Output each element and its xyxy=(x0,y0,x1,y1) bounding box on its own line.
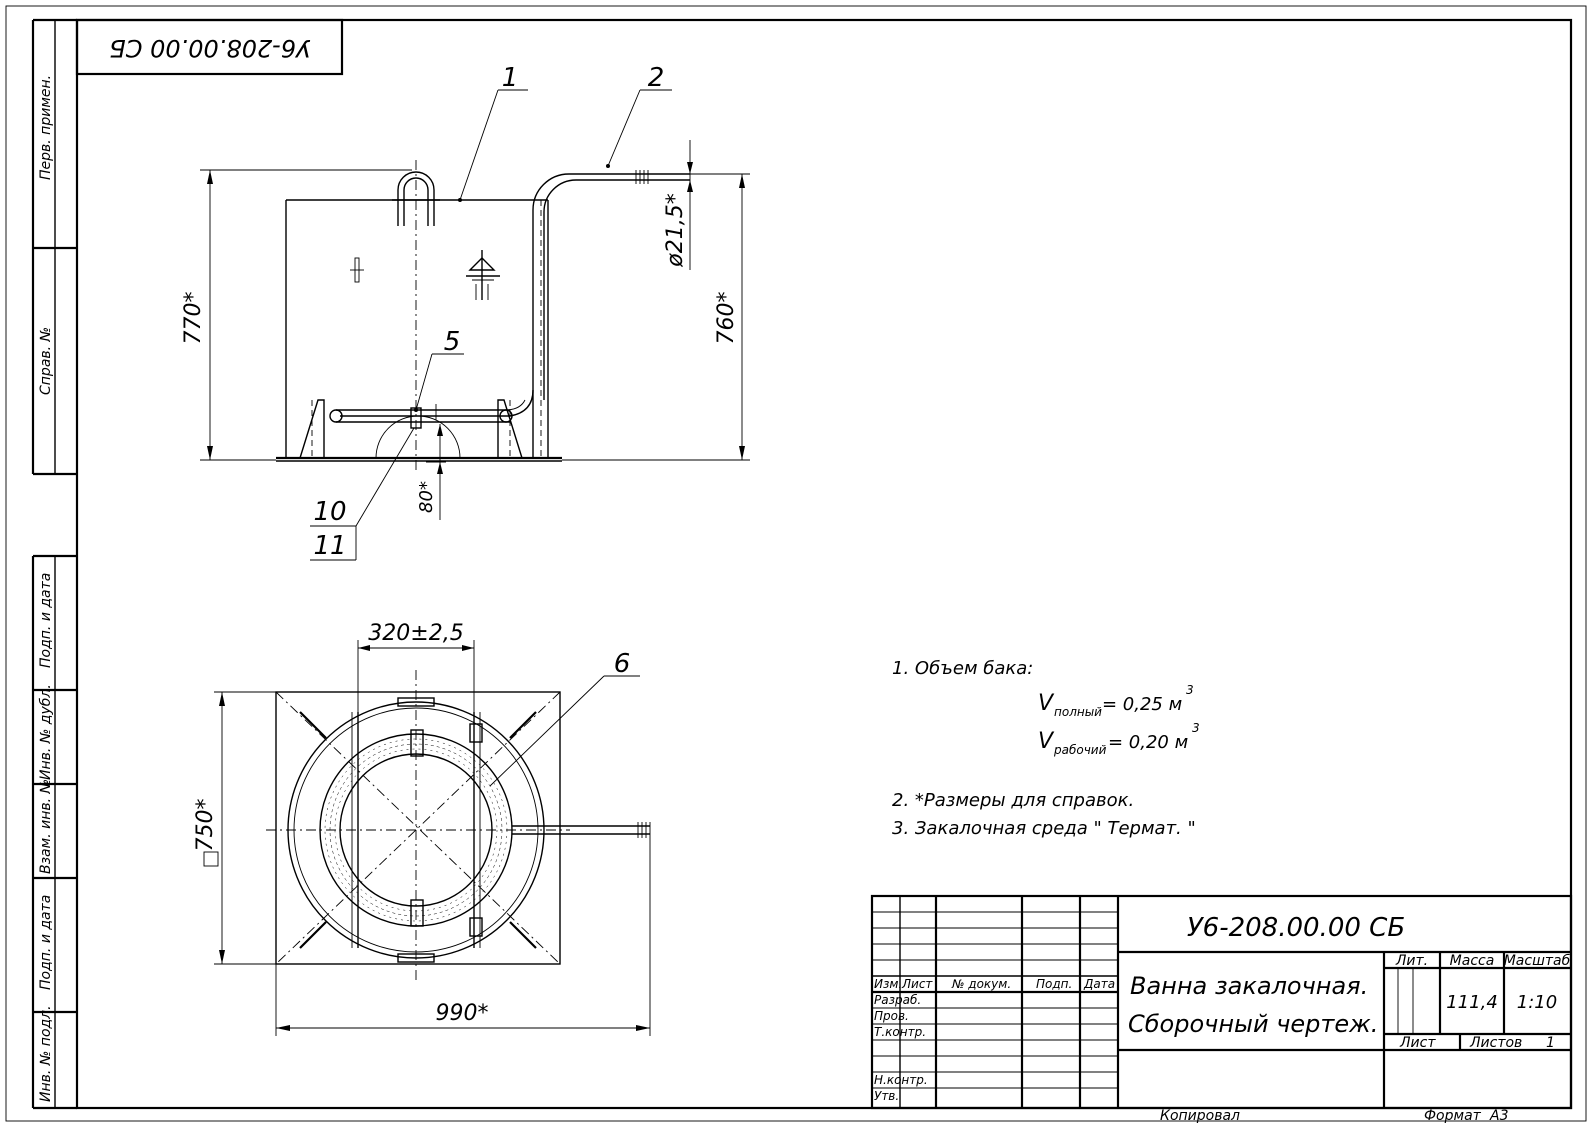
sheet-edge xyxy=(5,5,1587,1122)
title-designation: У6-208.00.00 СБ xyxy=(1187,913,1405,943)
note-3: 3. Закалочная среда " Термат. " xyxy=(892,818,1196,839)
plan-dimensions xyxy=(203,640,651,1036)
callout-1: 1 xyxy=(502,63,519,93)
v-work-symbol: V xyxy=(1038,729,1055,754)
col-dokum: № докум. xyxy=(951,977,1011,991)
footer-kopiroval: Копировал xyxy=(1160,1108,1240,1124)
side-label-podp1: Подп. и дата xyxy=(38,573,54,668)
side-label-sprav: Справ. № xyxy=(38,327,54,395)
note-2: 2. *Размеры для справок. xyxy=(892,790,1134,811)
label-massa: Масса xyxy=(1450,953,1495,969)
v-work-value: = 0,20 м xyxy=(1108,732,1188,753)
title-name-2: Сборочный чертеж. xyxy=(1128,1010,1378,1038)
v-full-value: = 0,25 м xyxy=(1102,694,1182,715)
callout-6: 6 xyxy=(614,649,631,679)
dim-990: 990* xyxy=(436,1001,489,1026)
front-dimensions xyxy=(200,140,750,520)
title-block xyxy=(870,894,1573,1110)
v-work-sub: рабочий xyxy=(1053,743,1107,757)
row-prov: Пров. xyxy=(874,1009,909,1023)
side-column-top xyxy=(31,18,77,476)
side-label-dubl: Инв. № дубл. xyxy=(38,684,54,780)
col-list: Лист xyxy=(901,977,933,991)
dim-80: 80* xyxy=(416,481,437,513)
value-massa: 111,4 xyxy=(1446,992,1498,1013)
label-list: Лист xyxy=(1399,1035,1436,1051)
row-utv: Утв. xyxy=(874,1089,899,1103)
side-label-podp2: Подп. и дата xyxy=(38,895,54,990)
plan-view xyxy=(266,670,651,980)
v-full-sub: полный xyxy=(1054,705,1102,719)
row-razrab: Разраб. xyxy=(874,993,921,1007)
top-stamp-text: У6-208.00.00 СБ xyxy=(109,34,311,62)
row-tkontr: Т.контр. xyxy=(874,1025,926,1039)
dim-770: 770* xyxy=(181,292,206,345)
callout-11: 11 xyxy=(313,531,346,561)
note-1: 1. Объем бака: xyxy=(892,658,1033,679)
dim-760: 760* xyxy=(714,292,739,345)
col-podp: Подп. xyxy=(1036,977,1072,991)
label-lit: Лит. xyxy=(1395,953,1428,969)
technical-notes: 1. Объем бака: V полный = 0,25 м 3 V раб… xyxy=(892,658,1200,839)
front-callouts xyxy=(310,89,672,561)
value-listov: 1 xyxy=(1546,1035,1555,1051)
label-listov: Листов xyxy=(1469,1035,1522,1051)
footer-format-value: А3 xyxy=(1489,1108,1508,1124)
v-full-symbol: V xyxy=(1038,691,1055,716)
side-column-bottom xyxy=(31,554,77,1110)
callout-5: 5 xyxy=(444,327,461,357)
title-name-1: Ванна закалочная. xyxy=(1130,972,1368,1000)
side-label-perv: Перв. примен. xyxy=(38,75,54,180)
drawing-frame xyxy=(75,18,1573,1110)
dim-320: 320±2,5 xyxy=(368,621,463,646)
value-masshtab: 1:10 xyxy=(1517,992,1557,1013)
row-nkontr: Н.контр. xyxy=(874,1073,928,1087)
front-view xyxy=(276,160,690,470)
col-data: Дата xyxy=(1083,977,1115,991)
dim-21-5: ø21,5* xyxy=(663,193,688,267)
dim-750: 750* xyxy=(193,799,218,852)
col-izm: Изм. xyxy=(874,977,902,991)
callout-10: 10 xyxy=(313,497,346,527)
side-label-vzam: Взам. инв. № xyxy=(38,779,54,874)
v-full-exp: 3 xyxy=(1186,683,1194,697)
label-masshtab: Масштаб xyxy=(1504,953,1571,969)
side-label-podl: Инв. № подл. xyxy=(38,1005,54,1102)
v-work-exp: 3 xyxy=(1192,721,1200,735)
callout-2: 2 xyxy=(648,63,665,93)
footer-format: Формат xyxy=(1424,1108,1482,1124)
top-stamp-box xyxy=(75,18,344,76)
